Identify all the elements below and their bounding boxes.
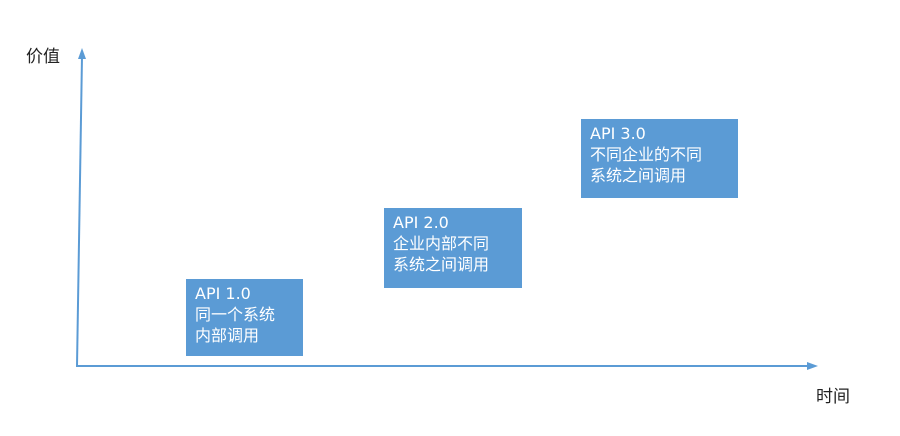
stage-box-api-3: API 3.0 不同企业的不同 系统之间调用 (581, 119, 738, 198)
x-axis-label: 时间 (816, 387, 850, 407)
y-axis-label: 价值 (26, 47, 60, 67)
y-axis-arrow (78, 48, 86, 59)
stage-box-api-1: API 1.0 同一个系统 内部调用 (186, 279, 303, 356)
stage-version: API 3.0 (590, 124, 646, 143)
stage-version: API 1.0 (195, 284, 251, 303)
y-axis (76, 55, 83, 367)
stage-description-line: 企业内部不同 (393, 234, 490, 253)
stage-description-line: 同一个系统 (195, 305, 276, 324)
stage-description-line: 不同企业的不同 (590, 145, 703, 164)
x-axis-arrow (807, 362, 818, 370)
stage-description-line: 系统之间调用 (590, 166, 687, 185)
stage-description-line: 内部调用 (195, 326, 260, 345)
stage-box-api-2: API 2.0 企业内部不同 系统之间调用 (384, 208, 522, 288)
stage-description-line: 系统之间调用 (393, 255, 490, 274)
stage-version: API 2.0 (393, 213, 449, 232)
